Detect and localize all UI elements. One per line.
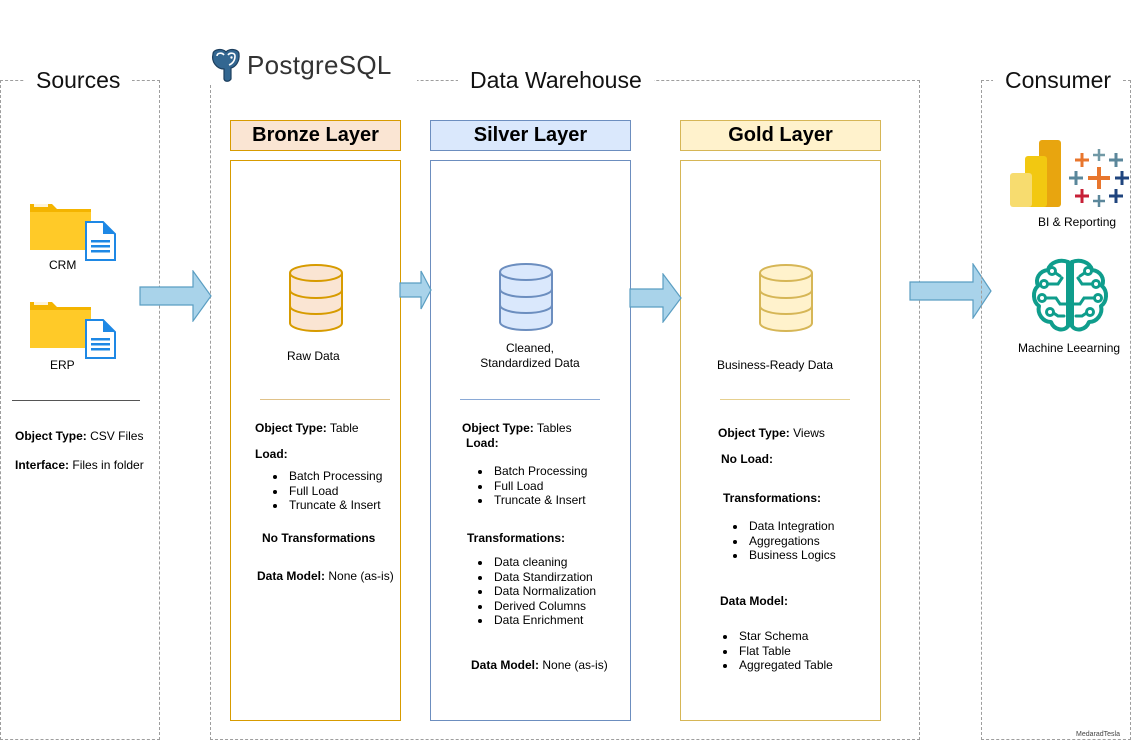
sources-interface: Interface: Files in folder bbox=[15, 458, 144, 472]
crm-folder-icon bbox=[28, 200, 118, 262]
list-item: Batch Processing bbox=[492, 464, 587, 479]
gold-database-icon bbox=[758, 263, 814, 333]
machine-learning-label: Machine Leearning bbox=[1018, 341, 1121, 355]
silver-load-list: Batch Processing Full Load Truncate & In… bbox=[462, 464, 587, 508]
power-bi-icon bbox=[1009, 139, 1063, 209]
list-item: Data Standirzation bbox=[492, 570, 596, 585]
warehouse-to-consumer-arrow bbox=[909, 263, 992, 319]
postgresql-wordmark: PostgreSQL bbox=[247, 50, 392, 80]
gold-transformations-list: Data Integration Aggregations Business L… bbox=[717, 519, 836, 563]
silver-load-label: Load: bbox=[466, 436, 499, 450]
silver-caption: Cleaned, Standardized Data bbox=[480, 341, 580, 370]
list-item: Aggregated Table bbox=[737, 658, 833, 673]
bronze-layer-box bbox=[230, 160, 401, 721]
silver-data-model: Data Model: None (as-is) bbox=[471, 658, 608, 672]
list-item: Full Load bbox=[287, 484, 382, 499]
list-item: Data Enrichment bbox=[492, 613, 596, 628]
list-item: Batch Processing bbox=[287, 469, 382, 484]
tableau-icon bbox=[1068, 147, 1130, 209]
erp-folder-icon bbox=[28, 298, 118, 360]
bronze-transformations: No Transformations bbox=[262, 531, 376, 545]
sources-object-type: Object Type: CSV Files bbox=[15, 429, 144, 443]
gold-layer-header: Gold Layer bbox=[680, 120, 881, 151]
gold-divider bbox=[720, 399, 850, 400]
list-item: Star Schema bbox=[737, 629, 833, 644]
bronze-to-silver-arrow bbox=[399, 270, 432, 310]
bronze-layer-header: Bronze Layer bbox=[230, 120, 401, 151]
consumer-title: Consumer bbox=[993, 65, 1124, 95]
silver-object-type: Object Type: Tables bbox=[462, 421, 572, 435]
list-item: Flat Table bbox=[737, 644, 833, 659]
crm-label: CRM bbox=[49, 258, 77, 272]
bronze-divider bbox=[260, 399, 390, 400]
gold-data-model-list: Star Schema Flat Table Aggregated Table bbox=[707, 629, 833, 673]
gold-transformations-label: Transformations: bbox=[723, 491, 822, 505]
gold-data-model-label: Data Model: bbox=[720, 594, 789, 608]
silver-layer-header: Silver Layer bbox=[430, 120, 631, 151]
gold-layer-box bbox=[680, 160, 881, 721]
bronze-object-type: Object Type: Table bbox=[255, 421, 359, 435]
list-item: Truncate & Insert bbox=[287, 498, 382, 513]
list-item: Data Integration bbox=[747, 519, 836, 534]
silver-to-gold-arrow bbox=[629, 273, 682, 323]
bronze-data-model: Data Model: None (as-is) bbox=[257, 569, 394, 583]
silver-layer-box bbox=[430, 160, 631, 721]
bronze-load-label: Load: bbox=[255, 447, 288, 461]
silver-divider bbox=[460, 399, 600, 400]
elephant-icon bbox=[212, 48, 240, 82]
list-item: Data cleaning bbox=[492, 555, 596, 570]
list-item: Aggregations bbox=[747, 534, 836, 549]
gold-caption: Business-Ready Data bbox=[717, 358, 834, 372]
bronze-database-icon bbox=[288, 263, 344, 333]
erp-label: ERP bbox=[50, 358, 75, 372]
sources-to-bronze-arrow bbox=[139, 270, 212, 322]
bronze-load-list: Batch Processing Full Load Truncate & In… bbox=[257, 469, 382, 513]
postgresql-logo: PostgreSQL bbox=[207, 48, 417, 84]
list-item: Business Logics bbox=[747, 548, 836, 563]
list-item: Truncate & Insert bbox=[492, 493, 587, 508]
machine-learning-brain-icon bbox=[1030, 256, 1110, 336]
sources-panel bbox=[0, 80, 160, 740]
credit-text: MedaradTesla bbox=[1076, 731, 1120, 738]
sources-divider bbox=[12, 400, 140, 401]
list-item: Derived Columns bbox=[492, 599, 596, 614]
bi-reporting-label: BI & Reporting bbox=[1038, 215, 1117, 229]
bronze-caption: Raw Data bbox=[287, 349, 340, 363]
warehouse-title: Data Warehouse bbox=[458, 65, 654, 95]
silver-transformations-label: Transformations: bbox=[467, 531, 566, 545]
list-item: Full Load bbox=[492, 479, 587, 494]
silver-transformations-list: Data cleaning Data Standirzation Data No… bbox=[462, 555, 596, 628]
sources-title: Sources bbox=[24, 65, 133, 95]
gold-load-label: No Load: bbox=[721, 452, 773, 466]
list-item: Data Normalization bbox=[492, 584, 596, 599]
silver-database-icon bbox=[498, 262, 554, 332]
gold-object-type: Object Type: Views bbox=[718, 426, 825, 440]
